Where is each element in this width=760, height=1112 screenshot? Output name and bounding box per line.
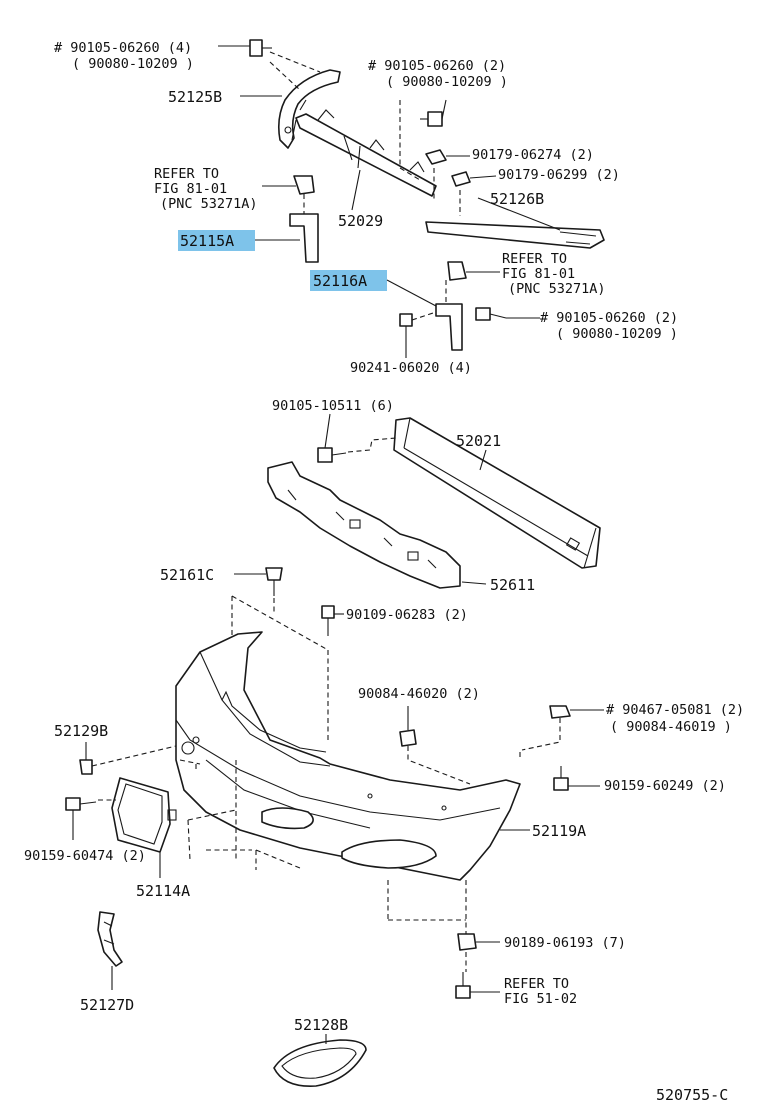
label-52119a: 52119A (532, 822, 586, 840)
label-90105-06260-4: # 90105-06260 (4) (54, 40, 192, 56)
label-52611: 52611 (490, 576, 535, 594)
label-90105-06260-2: # 90105-06260 (2) (540, 310, 678, 326)
label-90159-60474: 90159-60474 (2) (24, 848, 146, 864)
label-refer-to: REFER TO (504, 976, 569, 992)
label-90179-06274: 90179-06274 (2) (472, 147, 594, 163)
part-52029-reinforcement (295, 109, 437, 197)
label-fig-51-02: FIG 51-02 (504, 991, 577, 1007)
label-fig-81-01: FIG 81-01 (502, 266, 575, 282)
label-52125b: 52125B (168, 88, 222, 106)
label-90084-46020: 90084-46020 (2) (358, 686, 480, 702)
part-52611-absorber (267, 461, 461, 589)
bolt-icon (455, 972, 500, 999)
label-52127d: 52127D (80, 996, 134, 1014)
bolt-icon (321, 605, 344, 636)
part-52115a-bracket (289, 175, 319, 263)
label-52126b: 52126B (490, 190, 544, 208)
clip-icon (234, 567, 283, 596)
label-refer-to: REFER TO (502, 251, 567, 267)
label-90080-10209: ( 90080-10209 ) (386, 74, 508, 90)
label-90189-06193: 90189-06193 (7) (504, 935, 626, 951)
label-pnc-53271a: (PNC 53271A) (160, 196, 258, 212)
highlight-52115a (178, 230, 255, 251)
part-52021-reinforcement (393, 417, 601, 569)
clip-icon (425, 149, 497, 187)
label-90080-10209: ( 90080-10209 ) (72, 56, 194, 72)
label-fig-81-01: FIG 81-01 (154, 181, 227, 197)
label-90241-06020: 90241-06020 (4) (350, 360, 472, 376)
nut-icon (549, 705, 604, 719)
part-52128b-grille (273, 1034, 367, 1087)
bolt-icon (65, 797, 97, 840)
label-90179-06299: 90179-06299 (2) (498, 167, 620, 183)
label-90467-05081: # 90467-05081 (2) (606, 702, 744, 718)
label-90105-10511: 90105-10511 (6) (272, 398, 394, 414)
part-52127d-retainer (97, 911, 123, 990)
label-52116a: 52116A (313, 272, 367, 290)
bolt-icon (475, 307, 540, 321)
part-52119a-bumper-cover (175, 631, 521, 881)
label-52128b: 52128B (294, 1016, 348, 1034)
label-90084-46019: ( 90084-46019 ) (610, 719, 732, 735)
label-52021: 52021 (456, 432, 501, 450)
part-52114a-plate-bracket (111, 777, 177, 878)
bolt-icon (399, 313, 413, 358)
label-52129b: 52129B (54, 722, 108, 740)
part-52129b-cap (79, 742, 93, 775)
label-90159-60249: 90159-60249 (2) (604, 778, 726, 794)
bolt-icon (218, 39, 272, 57)
label-90080-10209: ( 90080-10209 ) (556, 326, 678, 342)
label-52029: 52029 (338, 212, 383, 230)
highlight-52116a (310, 270, 387, 291)
bolt-icon (420, 99, 447, 127)
label-pnc-53271a: (PNC 53271A) (508, 281, 606, 297)
label-90105-06260-2: # 90105-06260 (2) (368, 58, 506, 74)
part-52126b-retainer (425, 221, 605, 249)
bolt-icon (317, 413, 347, 463)
part-52116a-bracket (435, 261, 467, 351)
label-90109-06283: 90109-06283 (2) (346, 607, 468, 623)
label-refer-to: REFER TO (154, 166, 219, 182)
clip-icon (399, 706, 417, 747)
label-52114a: 52114A (136, 882, 190, 900)
bolt-icon (553, 766, 600, 791)
figure-code: 520755-C (656, 1086, 728, 1104)
label-52115a: 52115A (180, 232, 234, 250)
clip-icon (457, 933, 500, 951)
label-52161c: 52161C (160, 566, 214, 584)
